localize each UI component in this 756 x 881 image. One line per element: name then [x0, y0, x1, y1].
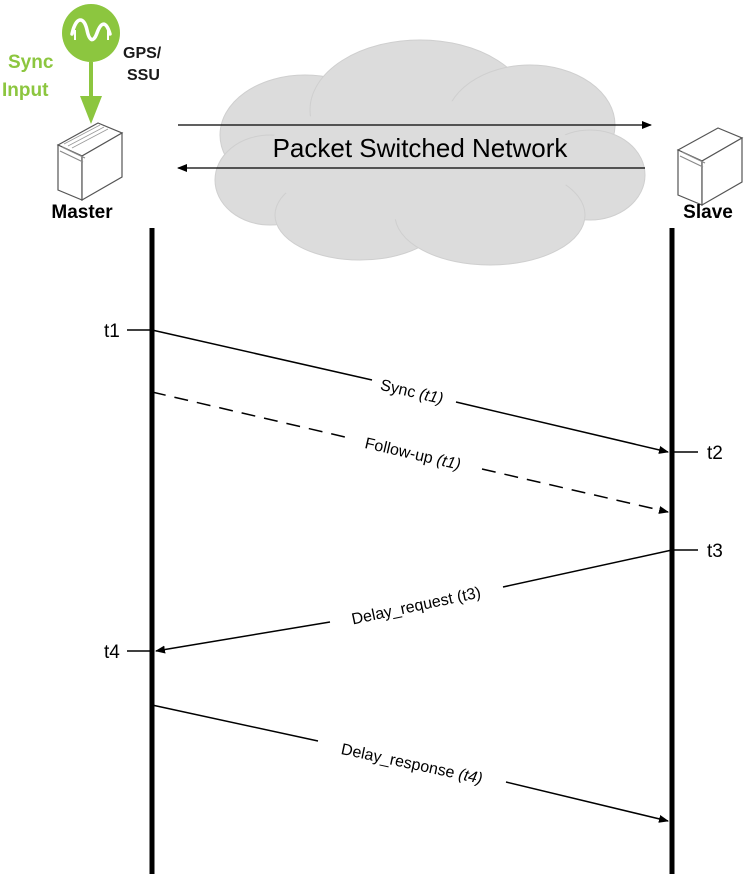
slave-label: Slave: [683, 202, 733, 223]
t4-label: t4: [104, 642, 120, 663]
sync-arrow: [151, 329, 668, 452]
t2-label: t2: [707, 443, 723, 464]
master-device-icon: [56, 122, 124, 202]
delay-response-message-label: Delay_response (t4): [339, 741, 483, 788]
slave-device-icon: [676, 127, 744, 207]
sync-input-label-1: Sync: [8, 52, 54, 73]
delay-request-message-label: Delay_request (t3): [350, 584, 482, 628]
t1-label: t1: [104, 321, 120, 342]
follow-up-arrow: [151, 391, 668, 512]
t3-label: t3: [707, 541, 723, 562]
sync-input-icon: [62, 4, 120, 62]
follow-up-message-label: Follow-up (t1): [363, 435, 462, 474]
gps-ssu-label-2: SSU: [127, 67, 160, 84]
sync-input-label-2: Input: [2, 80, 49, 101]
sync-input-arrow-head: [80, 96, 102, 124]
network-label: Packet Switched Network: [273, 133, 569, 163]
network-cloud: [214, 39, 646, 266]
sync-message-label: Sync (t1): [379, 377, 445, 408]
delay-response-arrow: [151, 704, 668, 821]
gps-ssu-label-1: GPS/: [123, 45, 162, 62]
master-label: Master: [51, 202, 113, 223]
delay-request-arrow: [156, 549, 673, 651]
